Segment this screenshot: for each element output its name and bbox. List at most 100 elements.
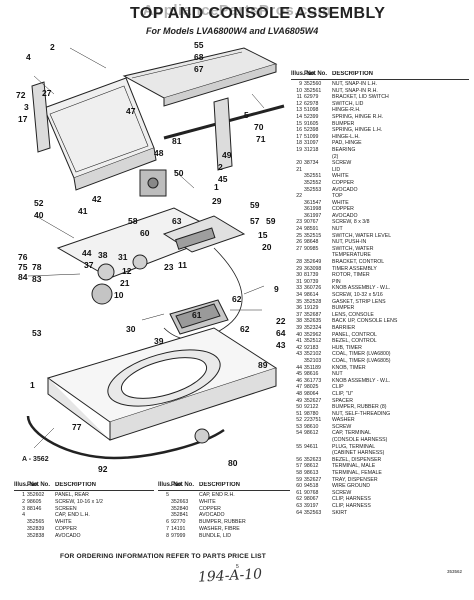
- parts-list-header: Illus. No. Part No. DESCRIPTION: [14, 482, 154, 491]
- callout: 41: [78, 206, 88, 216]
- illus-no: [158, 506, 171, 513]
- illus-no: 29: [296, 265, 302, 272]
- part-number: 352627: [304, 397, 322, 404]
- callout: 84: [18, 272, 28, 282]
- part-number: 92770: [171, 519, 186, 526]
- part-number: 31218: [304, 146, 319, 153]
- illus-no: 8: [166, 532, 169, 539]
- callout: 72: [16, 90, 26, 100]
- description: TRAY, DISPENSER: [332, 476, 378, 483]
- callout: 3: [24, 102, 29, 112]
- description: LID: [332, 166, 341, 173]
- illus-no: 44: [296, 364, 302, 371]
- callout: 70: [254, 122, 264, 132]
- description: BEZEL, DISPENSER: [332, 456, 382, 463]
- callout: 80: [228, 458, 238, 468]
- callout: 5: [244, 110, 249, 120]
- part-number: 81739: [304, 272, 319, 279]
- illus-no: [291, 154, 304, 161]
- illus-no: 49: [296, 397, 302, 404]
- illus-no: 59: [296, 476, 302, 483]
- header-description: DESCRIPTION: [55, 482, 97, 488]
- callout: 45: [218, 174, 228, 184]
- illus-no: [158, 512, 171, 519]
- callout: 47: [126, 106, 136, 116]
- part-number: 352841: [171, 512, 189, 519]
- illus-no: 47: [296, 384, 302, 391]
- illus-no: 25: [296, 232, 302, 239]
- description: BACK UP, CONSOLE LENS: [332, 318, 398, 325]
- description: SCREW: [332, 160, 352, 167]
- part-number: [304, 437, 332, 444]
- illus-no: 31: [296, 278, 302, 285]
- page-subtitle: For Models LVA6800W4 and LVA6805W4: [146, 26, 319, 36]
- part-number: 98648: [304, 239, 319, 246]
- illus-no: 26: [296, 239, 302, 246]
- part-number: [304, 252, 332, 259]
- callout: 59: [266, 216, 276, 226]
- illus-no: 40: [296, 331, 302, 338]
- description: COAL, TIMER (LVA6800): [332, 351, 391, 358]
- callout: 77: [72, 422, 82, 432]
- illus-no: 18: [296, 140, 302, 147]
- illus-no: 23: [296, 219, 302, 226]
- illus-no: 22: [296, 193, 302, 200]
- illus-no: 46: [296, 377, 302, 384]
- callout: 2: [218, 162, 223, 172]
- part-number: 98025: [304, 384, 319, 391]
- description: TIMER ASSEMBLY: [332, 265, 377, 272]
- description: (CONSOLE HARNESS): [332, 437, 388, 444]
- header-illus-no: Illus. No.: [14, 482, 40, 488]
- illus-no: 64: [296, 509, 302, 516]
- illus-no: 50: [296, 404, 302, 411]
- description: BUMPER, RUBBER (8): [332, 404, 387, 411]
- callout: 53: [32, 328, 42, 338]
- description: SPACER: [332, 397, 353, 404]
- header-description: DESCRIPTION: [332, 71, 374, 77]
- illus-no: 19: [296, 146, 302, 153]
- description: WHITE: [332, 199, 349, 206]
- part-number: 98612: [304, 463, 319, 470]
- callout: 92: [98, 464, 108, 474]
- part-number: 90985: [304, 245, 319, 252]
- parts-list-header: Illus. No. Part No. DESCRIPTION: [158, 482, 290, 491]
- callout: 59: [250, 200, 260, 210]
- illus-no: 60: [296, 483, 302, 490]
- part-number: 352687: [304, 311, 322, 318]
- description: NUT: [332, 226, 343, 233]
- part-number: 352528: [304, 298, 322, 305]
- callout: 40: [34, 210, 44, 220]
- part-number: [304, 154, 332, 161]
- illus-no: 42: [296, 344, 302, 351]
- callout: 75: [18, 262, 28, 272]
- callout: 78: [32, 262, 42, 272]
- description: AVOCADO: [332, 212, 358, 219]
- parts-row: (CONSOLE HARNESS): [291, 437, 469, 444]
- illus-no: 35: [296, 298, 302, 305]
- illus-no: [14, 519, 27, 526]
- part-number: [27, 512, 55, 519]
- part-number: 94611: [304, 443, 319, 450]
- illus-no: 21: [296, 166, 302, 173]
- part-number: 352649: [304, 259, 322, 266]
- illus-no: 3: [22, 505, 25, 512]
- description: BARRIER: [332, 324, 356, 331]
- description: CLIP, "U": [332, 390, 354, 397]
- part-number: 352663: [171, 498, 189, 505]
- part-number: 52398: [304, 127, 319, 134]
